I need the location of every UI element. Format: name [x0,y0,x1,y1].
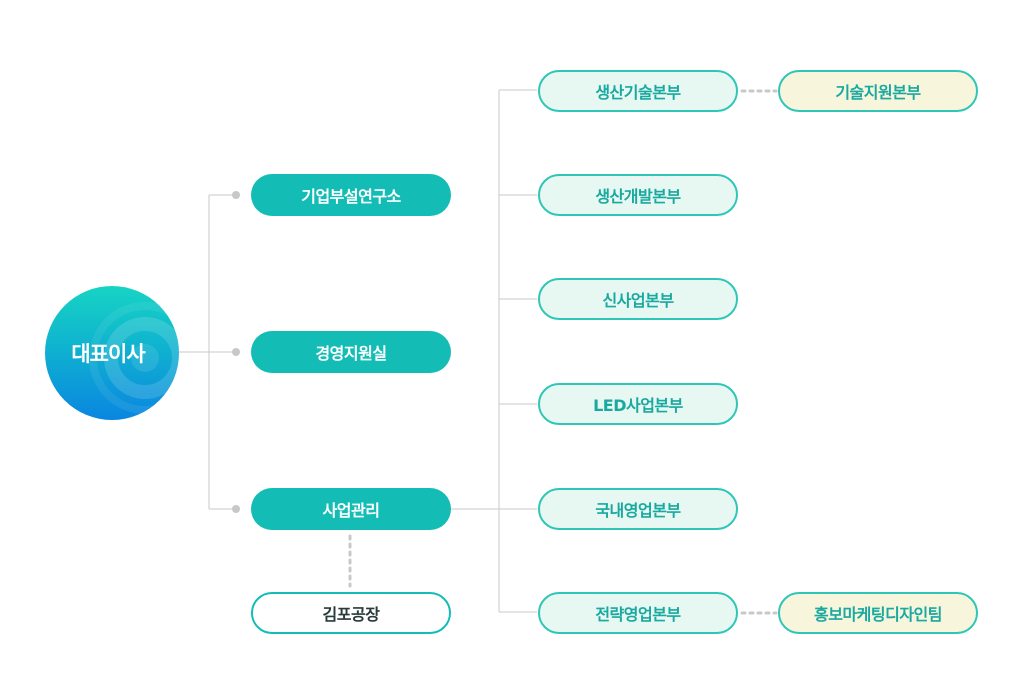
unit-label: 경영지원실 [315,344,387,363]
affiliate-pr-marketing-design: 홍보마케팅디자인팀 [778,592,978,634]
connector-dot-mgmt [232,348,240,356]
affiliate-label: 기술지원본부 [835,83,921,102]
unit-label: 김포공장 [322,605,380,624]
division-production-dev: 생산개발본부 [538,174,738,216]
division-strategic-sales: 전략영업본부 [538,592,738,634]
connector-dot-bizmgmt [232,505,240,513]
division-led-business: LED사업본부 [538,383,738,425]
division-label: 생산개발본부 [595,187,681,206]
ceo-node: 대표이사 [45,286,179,420]
unit-gimpo-factory: 김포공장 [251,592,451,634]
ceo-decoration-icon [89,302,179,414]
unit-label: 사업관리 [322,501,380,520]
ceo-label: 대표이사 [71,342,145,366]
division-label: LED사업본부 [593,396,683,415]
division-label: 생산기술본부 [595,83,681,102]
unit-business-management: 사업관리 [251,488,451,530]
division-production-tech: 생산기술본부 [538,70,738,112]
connector-dot-rnd [232,191,240,199]
unit-label: 기업부설연구소 [301,187,401,206]
division-label: 신사업본부 [602,291,674,310]
division-label: 국내영업본부 [595,501,681,520]
division-new-business: 신사업본부 [538,278,738,320]
division-label: 전략영업본부 [595,605,681,624]
affiliate-tech-support: 기술지원본부 [778,70,978,112]
division-domestic-sales: 국내영업본부 [538,488,738,530]
unit-rnd-center: 기업부설연구소 [251,174,451,216]
affiliate-label: 홍보마케팅디자인팀 [814,605,942,624]
unit-management-support: 경영지원실 [251,331,451,373]
